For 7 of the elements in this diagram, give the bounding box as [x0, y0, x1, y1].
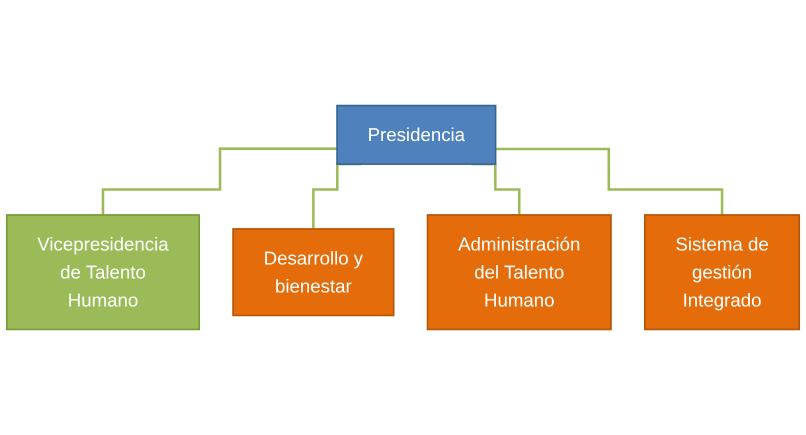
node-box [644, 214, 800, 330]
node-box [426, 214, 612, 330]
connector [496, 148, 724, 216]
node-box [232, 228, 394, 316]
node-box [336, 104, 496, 165]
node-box [6, 214, 200, 330]
connector [102, 147, 338, 216]
